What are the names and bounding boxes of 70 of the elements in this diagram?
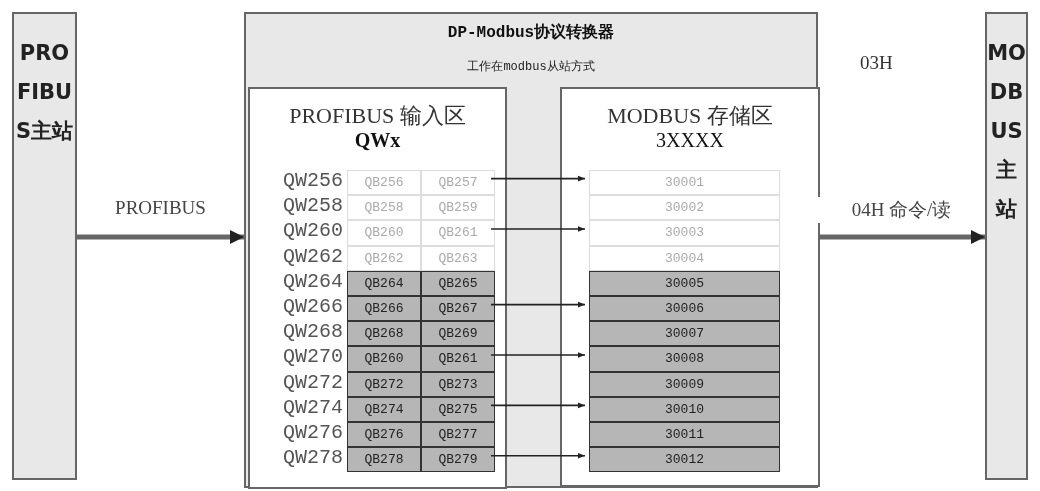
arrow [490, 226, 586, 232]
register-cell: QB276 [347, 422, 421, 448]
register-cell: QB268 [347, 321, 421, 347]
register-cell: QB272 [347, 371, 421, 397]
register-cell: QB266 [347, 296, 421, 322]
arrow [490, 175, 586, 182]
register-label: QW278 [282, 445, 343, 471]
arrow [490, 301, 586, 308]
memory-panel [248, 87, 507, 489]
register-label: QW272 [282, 369, 343, 395]
register-cell: 30011 [589, 422, 780, 448]
register-cell: QB261 [421, 220, 495, 246]
register-cell: QB260 [347, 220, 421, 246]
station-box [985, 12, 1028, 480]
register-label: QW268 [282, 319, 343, 345]
register-label: QW260 [282, 218, 343, 244]
register-cell: QB267 [421, 296, 495, 322]
memory-panel [560, 87, 820, 487]
arrow [490, 453, 586, 459]
station-box [12, 12, 77, 480]
panel-subtitle: 3XXXX [655, 129, 725, 152]
panel-subtitle: QWx [353, 129, 402, 152]
register-cell: QB260 [347, 346, 421, 372]
vertical-label: MODBUS主站 [987, 40, 1026, 223]
register-cell: QB278 [347, 447, 421, 473]
register-cell: QB259 [421, 195, 495, 221]
register-cell: QB275 [421, 396, 495, 422]
register-cell: QB264 [347, 270, 421, 296]
panel-title: MODBUS 存储区 [606, 102, 774, 130]
register-cell: 30002 [589, 195, 780, 221]
vertical-label: PROFIBUS主站 [14, 40, 75, 145]
bus-arrow [77, 230, 244, 244]
register-label: QW266 [282, 294, 343, 320]
panel-title: PROFIBUS 输入区 [288, 102, 467, 130]
register-cell: QB269 [421, 321, 495, 347]
register-cell: 30003 [589, 220, 780, 246]
register-cell: QB262 [347, 245, 421, 271]
register-cell: 30012 [589, 447, 780, 473]
arrow [490, 352, 586, 358]
register-cell: QB274 [347, 396, 421, 422]
register-cell: 30009 [589, 371, 780, 397]
register-cell: 30008 [589, 346, 780, 372]
register-cell: QB277 [421, 422, 495, 448]
register-cell: 30001 [589, 170, 780, 196]
register-cell: QB257 [421, 170, 495, 196]
register-cell: QB258 [347, 195, 421, 221]
register-cell: 30006 [589, 296, 780, 322]
bus-arrow [818, 230, 985, 244]
register-cell: QB256 [347, 170, 421, 196]
register-cell: 30004 [589, 245, 780, 271]
converter-box [244, 12, 818, 488]
register-label: QW262 [282, 243, 343, 269]
register-label: QW258 [282, 193, 343, 219]
register-cell: 30005 [589, 270, 780, 296]
register-label: QW276 [282, 420, 343, 446]
note-text: 03H [860, 52, 893, 74]
converter-title: DP-Modbus协议转换器 [446, 22, 616, 43]
register-cell: QB273 [421, 371, 495, 397]
register-cell: 30007 [589, 321, 780, 347]
register-cell: 30010 [589, 396, 780, 422]
register-label: QW274 [282, 394, 343, 420]
register-cell: QB261 [421, 346, 495, 372]
arrow [490, 402, 586, 409]
register-cell: QB279 [421, 447, 495, 473]
register-cell: QB265 [421, 270, 495, 296]
register-label: QW264 [282, 268, 343, 294]
register-label: QW270 [282, 344, 343, 370]
converter-subtitle: 工作在modbus从站方式 [466, 59, 596, 75]
register-label: QW256 [282, 168, 343, 194]
register-cell: QB263 [421, 245, 495, 271]
